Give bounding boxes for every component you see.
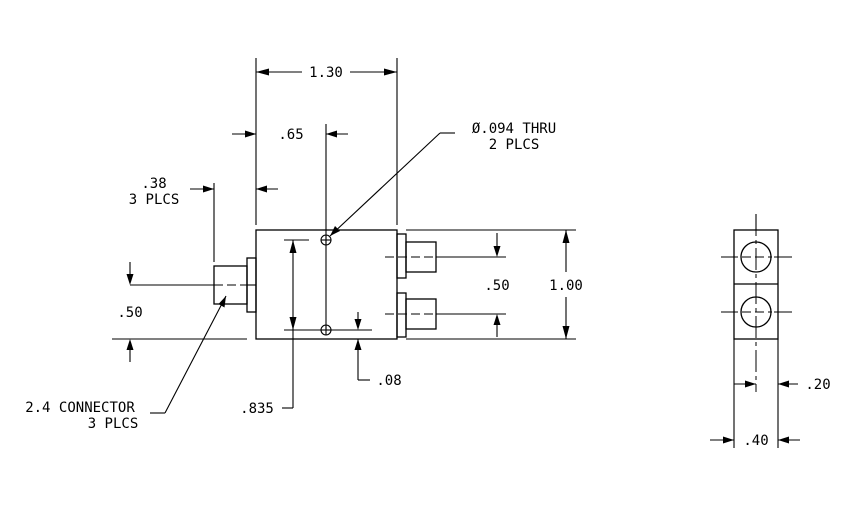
- connector-callout: 2.4 CONNECTOR 3 PLCS: [25, 295, 227, 432]
- dim-overall-height-text: 1.00: [549, 278, 583, 294]
- right-connector-top: [385, 233, 506, 279]
- dim-right-spacing: .50: [484, 233, 510, 337]
- dim-hole-edge: .08: [354, 312, 402, 389]
- dim-right-spacing-text: .50: [484, 278, 509, 294]
- dim-hole-spacing-text: .835: [240, 401, 274, 417]
- hole-callout: Ø.094 THRU 2 PLCS: [329, 121, 556, 237]
- dim-connector-length: .38 3 PLCS: [129, 176, 278, 262]
- dim-side-connector: .20: [734, 377, 831, 393]
- right-connector-bottom: [385, 292, 506, 338]
- dim-side-width-text: .40: [743, 433, 768, 449]
- connector-callout-text: 2.4 CONNECTOR: [25, 400, 135, 416]
- dim-overall-width: 1.30: [256, 65, 397, 81]
- hole-callout-plcs: 2 PLCS: [489, 137, 540, 153]
- front-view: 1.30 .65 .38 3 PLCS Ø.094 THRU 2 PLCS: [25, 58, 583, 432]
- dim-left-height-text: .50: [117, 305, 142, 321]
- left-connector: [130, 257, 257, 313]
- dim-left-height: .50: [112, 262, 247, 362]
- dim-hole-edge-text: .08: [376, 373, 401, 389]
- dim-hole-spacing: .835: [240, 240, 297, 417]
- dim-hole-offset-text: .65: [278, 127, 303, 143]
- dim-overall-height: 1.00: [406, 229, 583, 340]
- dim-side-width: .40: [710, 433, 800, 449]
- hole-callout-text: Ø.094 THRU: [472, 121, 556, 137]
- dim-overall-width-text: 1.30: [309, 65, 343, 81]
- side-view: .20 .40: [710, 214, 831, 449]
- dim-side-connector-text: .20: [805, 377, 830, 393]
- dim-connector-length-plcs: 3 PLCS: [129, 192, 180, 208]
- connector-callout-plcs: 3 PLCS: [88, 416, 139, 432]
- dim-hole-offset: .65: [232, 127, 348, 143]
- dim-connector-length-text: .38: [141, 176, 166, 192]
